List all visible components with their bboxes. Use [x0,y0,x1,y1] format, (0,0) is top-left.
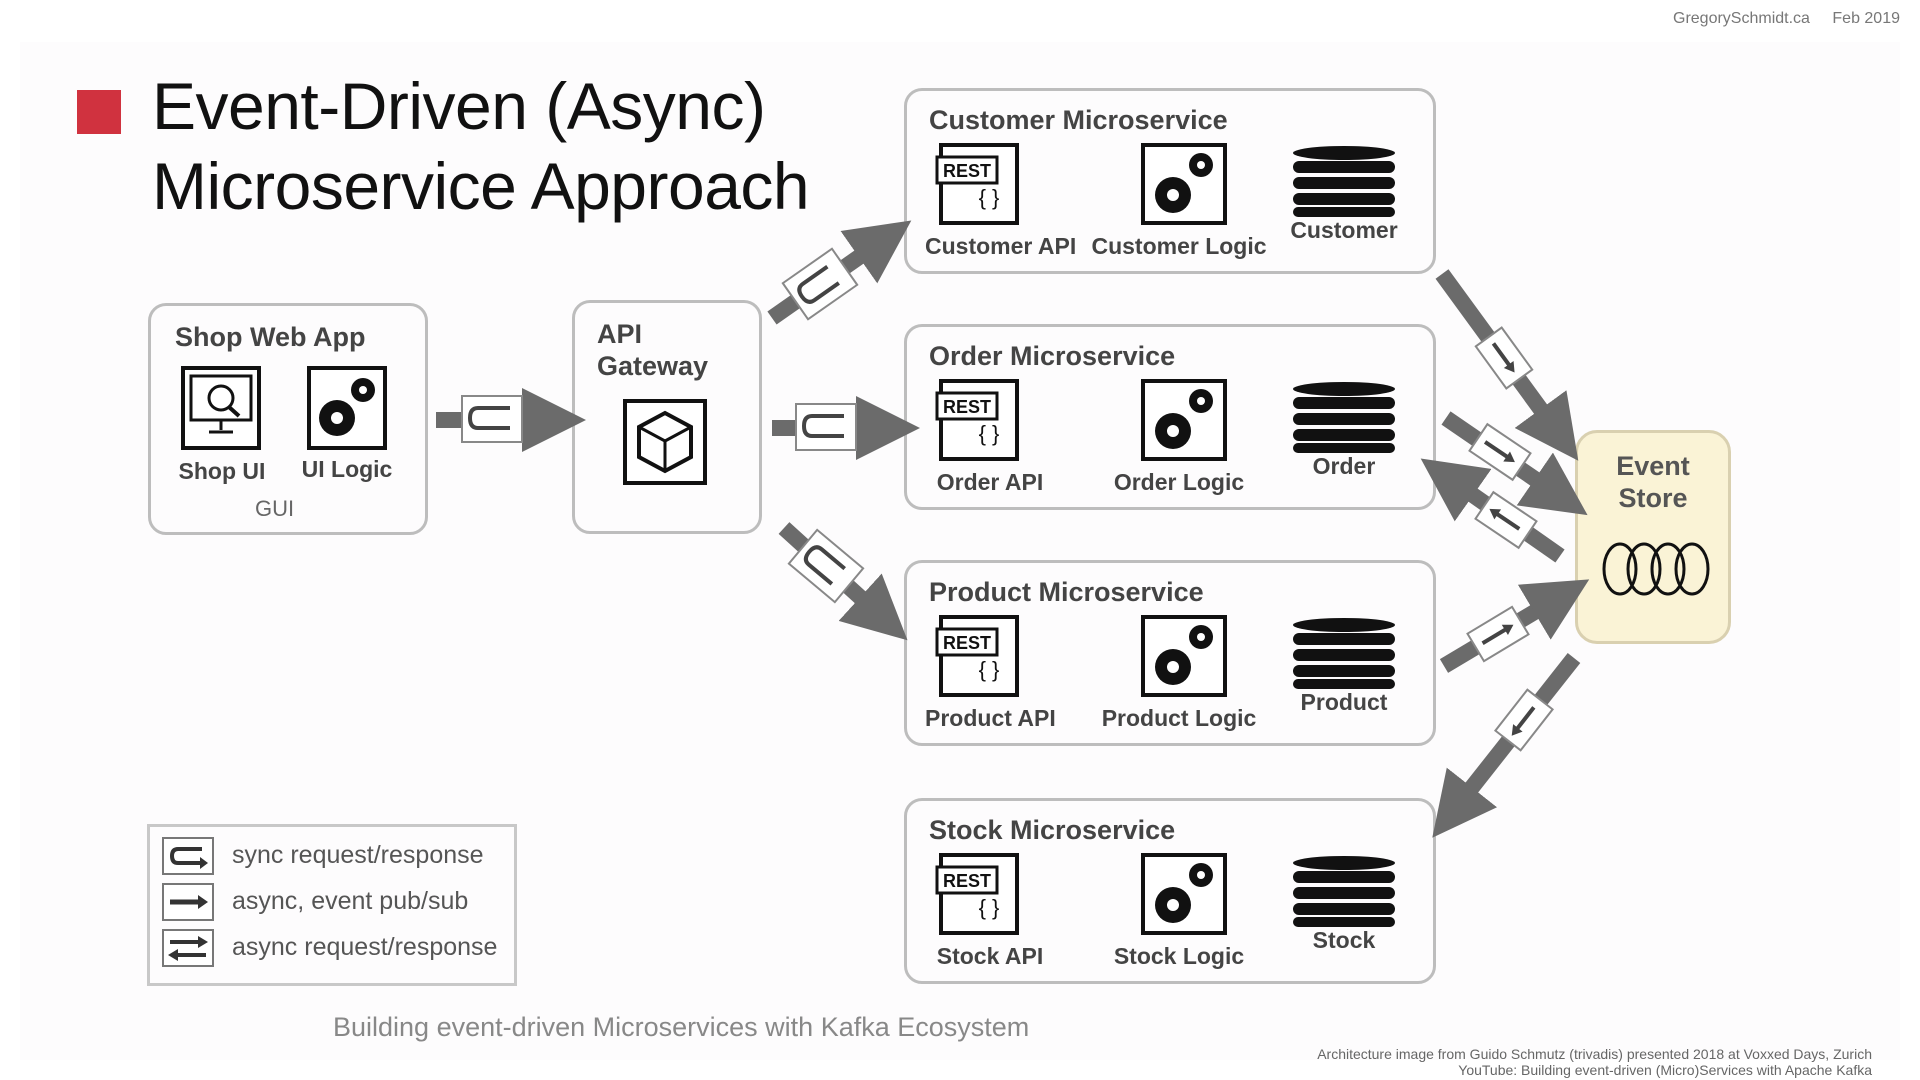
order-store-label: Order [1312,453,1376,479]
title-line-2: Microservice Approach [152,149,810,223]
svg-text:{ }: { } [979,657,1000,682]
slide-subtitle: Building event-driven Microservices with… [333,1012,1030,1042]
sync-icon [162,837,214,875]
legend-item-async-request: async request/response [162,929,507,969]
pubsub-arrow-store-to-order [1420,458,1565,563]
credit-line-2: YouTube: Building event-driven (Micro)Se… [1458,1062,1872,1078]
event-store-box: Event Store [1575,430,1731,644]
database-icon [1293,382,1395,453]
order-microservice-box: Order Microservice REST { } Order API Or… [904,324,1436,510]
api-gateway-title-1: API [597,319,643,349]
stock-store-label: Stock [1312,927,1376,953]
event-log-icon [1602,542,1710,596]
rest-tag: REST [943,633,991,653]
rest-tag: REST [943,871,991,891]
legend-label-sync: sync request/response [232,841,484,869]
product-microservice-box: Product Microservice REST { } Product AP… [904,560,1436,746]
order-microservice-title: Order Microservice [929,341,1176,371]
ui-logic-label: UI Logic [301,456,393,482]
gears-icon [1141,853,1227,935]
pubsub-arrow-store-to-stock [1432,653,1581,838]
svg-text:{ }: { } [979,895,1000,920]
event-store-title-2: Store [1618,483,1688,513]
customer-api-label: Customer API [925,233,1077,259]
customer-microservice-title: Customer Microservice [929,105,1228,135]
async-pubsub-icon [162,883,214,921]
svg-text:{ }: { } [979,421,1000,446]
product-logic-label: Product Logic [1101,705,1257,731]
site-name: GregorySchmidt.ca [1673,10,1810,27]
title-line-1: Event-Driven (Async) [152,69,766,143]
gears-icon [1141,615,1227,697]
gears-icon [307,366,387,450]
product-microservice-title: Product Microservice [929,577,1204,607]
sync-arrow-shop-to-gateway [436,388,586,452]
pubsub-arrow-customer-to-store [1435,269,1579,461]
stock-microservice-title: Stock Microservice [929,815,1176,845]
gears-icon [1141,379,1227,461]
sync-arrow-gateway-to-product [778,522,908,641]
stock-logic-label: Stock Logic [1113,943,1245,969]
svg-text:{ }: { } [979,185,1000,210]
async-request-icon [162,929,214,967]
database-icon [1293,618,1395,689]
rest-tag: REST [943,161,991,181]
credit-line-1: Architecture image from Guido Schmutz (t… [1317,1046,1872,1062]
customer-store-label: Customer [1290,217,1398,243]
product-api-label: Product API [925,705,1056,731]
legend-label-async-request: async request/response [232,933,498,961]
sync-arrow-gateway-to-customer [767,220,912,325]
rest-icon: REST { } [935,143,1019,225]
sync-arrow-gateway-to-order [772,396,920,460]
gateway-icon [623,399,707,485]
monitor-icon [181,366,261,450]
order-logic-label: Order Logic [1113,469,1245,495]
slide-date: Feb 2019 [1832,10,1900,27]
title-marker [77,90,121,134]
shop-web-app-title: Shop Web App [175,322,366,352]
gui-caption: GUI [255,496,295,521]
rest-icon: REST { } [935,379,1019,461]
order-api-label: Order API [936,469,1044,495]
event-store-title-1: Event [1616,451,1690,481]
legend-label-async-pubsub: async, event pub/sub [232,887,469,915]
legend-item-async-pubsub: async, event pub/sub [162,883,507,923]
gears-icon [1141,143,1227,225]
rest-icon: REST { } [935,615,1019,697]
shop-web-app-box: Shop Web App Shop UI UI Logic GUI [148,303,428,535]
legend: sync request/response async, event pub/s… [147,824,517,986]
rest-icon: REST { } [935,853,1019,935]
stock-microservice-box: Stock Microservice REST { } Stock API St… [904,798,1436,984]
pubsub-arrow-product-to-store [1439,579,1590,673]
pubsub-arrow-order-to-store [1441,411,1588,516]
customer-microservice-box: Customer Microservice REST { } Customer … [904,88,1436,274]
database-icon [1293,856,1395,927]
api-gateway-title-2: Gateway [597,351,709,381]
stock-api-label: Stock API [936,943,1044,969]
slide-meta: GregorySchmidt.ca Feb 2019 [1655,10,1900,28]
api-gateway-box: API Gateway [572,300,762,534]
product-store-label: Product [1300,689,1388,715]
legend-item-sync: sync request/response [162,837,507,877]
customer-logic-label: Customer Logic [1091,233,1267,259]
database-icon [1293,146,1395,217]
rest-tag: REST [943,397,991,417]
shop-ui-label: Shop UI [178,458,266,484]
